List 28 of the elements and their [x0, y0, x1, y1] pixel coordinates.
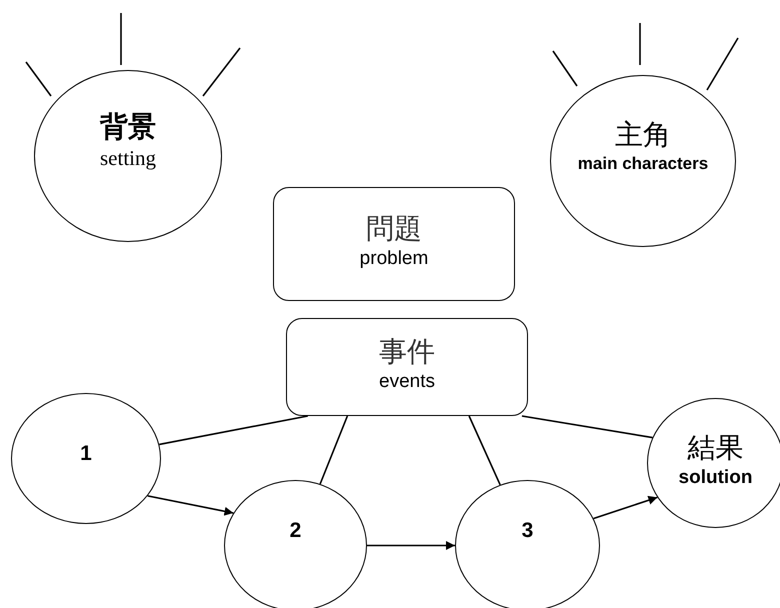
ellipse-node: [11, 393, 161, 524]
connector-line: [468, 416, 501, 486]
node-heading: 問題: [366, 211, 422, 246]
ellipse-node: [34, 70, 222, 242]
node-heading: 主角: [615, 116, 671, 152]
connector-line: [159, 415, 308, 446]
ellipse-node: [224, 480, 367, 608]
ellipse-node: [647, 398, 780, 528]
rounded-box: [286, 318, 528, 416]
node-label: main characters: [578, 152, 708, 175]
node-heading: 事件: [379, 334, 435, 370]
node-label: 1: [80, 440, 92, 467]
node-label: problem: [360, 247, 428, 272]
node-label: events: [379, 370, 435, 394]
node-label: setting: [100, 144, 156, 172]
node-heading: 結果: [688, 430, 744, 466]
arrow: [593, 496, 658, 520]
ellipse-node: [550, 75, 736, 247]
node-label: 3: [522, 518, 534, 544]
node-heading: 背景: [100, 108, 156, 144]
connector-line: [319, 416, 348, 484]
node-label: 2: [290, 518, 302, 544]
connector-line: [522, 415, 653, 438]
arrow: [147, 495, 234, 516]
rounded-box: [273, 187, 515, 301]
ellipse-node: [455, 480, 600, 608]
node-label: solution: [678, 466, 752, 490]
arrow: [367, 541, 455, 550]
